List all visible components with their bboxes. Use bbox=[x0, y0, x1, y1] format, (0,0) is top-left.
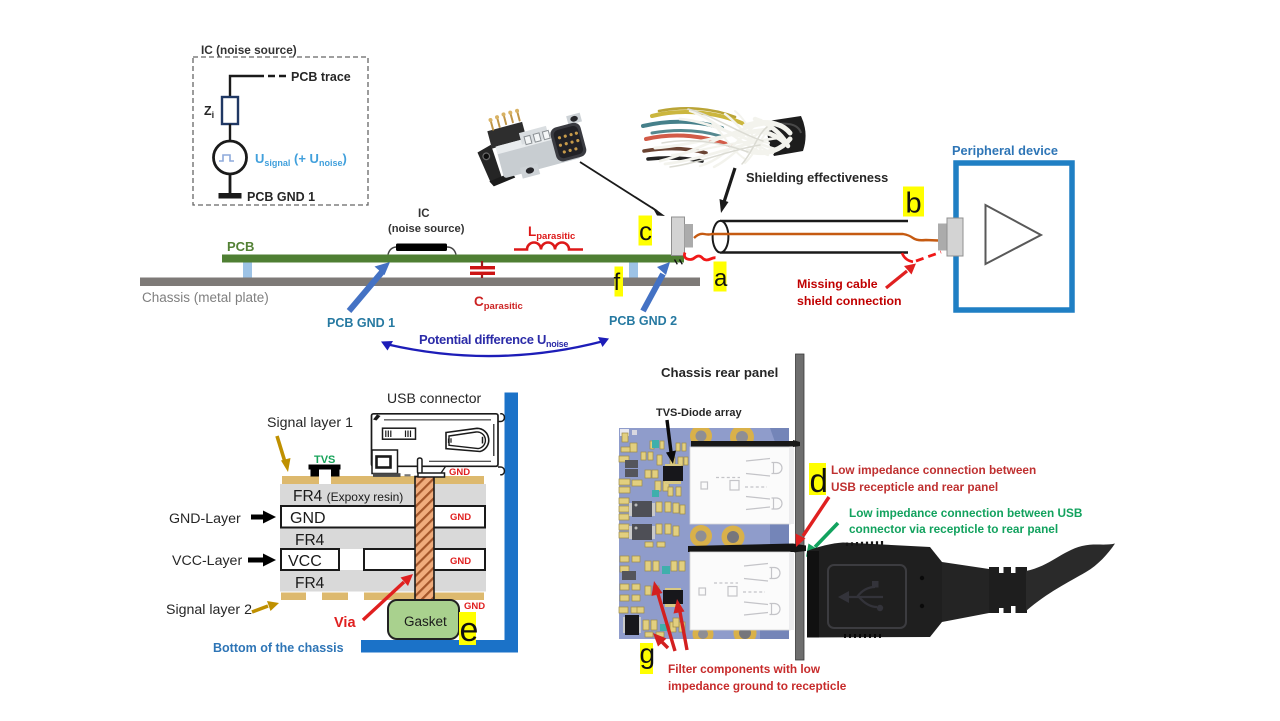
svg-text:Filter components with low: Filter components with low bbox=[668, 662, 821, 676]
svg-text:PCB trace: PCB trace bbox=[291, 70, 351, 84]
svg-text:IC (noise source): IC (noise source) bbox=[201, 43, 297, 57]
svg-text:FR4: FR4 bbox=[295, 575, 325, 592]
svg-text:GND: GND bbox=[450, 556, 471, 567]
svg-text:Potential difference Unoise: Potential difference Unoise bbox=[419, 332, 568, 349]
svg-text:a: a bbox=[714, 265, 728, 292]
svg-text:shield connection: shield connection bbox=[797, 294, 902, 308]
svg-text:Zi: Zi bbox=[204, 104, 214, 120]
svg-text:FR4 (Expoxy resin): FR4 (Expoxy resin) bbox=[293, 488, 403, 505]
svg-text:FR4: FR4 bbox=[295, 532, 325, 549]
svg-text:GND-Layer: GND-Layer bbox=[169, 511, 241, 527]
svg-text:GND: GND bbox=[450, 512, 471, 523]
svg-text:USB connector: USB connector bbox=[387, 390, 481, 406]
svg-text:GND: GND bbox=[449, 467, 470, 478]
svg-text:impedance ground to recepticle: impedance ground to recepticle bbox=[668, 679, 847, 693]
svg-text:GND: GND bbox=[464, 601, 485, 612]
svg-text:GND: GND bbox=[290, 510, 326, 527]
svg-text:Signal layer 2: Signal layer 2 bbox=[166, 602, 252, 618]
svg-text:USB recepticle and rear panel: USB recepticle and rear panel bbox=[831, 480, 998, 494]
svg-text:c: c bbox=[639, 216, 652, 246]
svg-text:Low impedance connection betwe: Low impedance connection between USB bbox=[849, 506, 1082, 520]
svg-text:Chassis (metal plate): Chassis (metal plate) bbox=[142, 290, 269, 305]
svg-text:g: g bbox=[640, 638, 656, 669]
svg-text:Shielding effectiveness: Shielding effectiveness bbox=[746, 170, 888, 185]
svg-text:(noise source): (noise source) bbox=[388, 223, 465, 235]
svg-text:TVS-Diode array: TVS-Diode array bbox=[656, 407, 742, 419]
svg-text:b: b bbox=[906, 188, 922, 220]
svg-text:Via: Via bbox=[334, 615, 356, 631]
svg-text:Bottom of the chassis: Bottom of the chassis bbox=[213, 641, 344, 655]
svg-text:d: d bbox=[810, 462, 828, 499]
svg-text:PCB GND 2: PCB GND 2 bbox=[609, 314, 677, 328]
svg-text:Low impedance connection betwe: Low impedance connection between bbox=[831, 463, 1036, 477]
svg-text:e: e bbox=[460, 611, 479, 649]
svg-text:connector via recepticle to re: connector via recepticle to rear panel bbox=[849, 522, 1058, 536]
svg-text:VCC: VCC bbox=[288, 553, 322, 570]
svg-text:PCB: PCB bbox=[227, 239, 254, 254]
svg-text:Missing cable: Missing cable bbox=[797, 277, 878, 291]
svg-text:PCB GND 1: PCB GND 1 bbox=[247, 190, 315, 204]
svg-text:f: f bbox=[614, 269, 621, 296]
svg-text:Chassis rear panel: Chassis rear panel bbox=[661, 365, 778, 380]
svg-text:PCB GND 1: PCB GND 1 bbox=[327, 316, 395, 330]
svg-text:IC: IC bbox=[418, 208, 430, 220]
svg-text:Gasket: Gasket bbox=[404, 614, 447, 629]
svg-text:TVS: TVS bbox=[314, 454, 335, 466]
svg-text:VCC-Layer: VCC-Layer bbox=[172, 553, 242, 569]
svg-text:Signal layer 1: Signal layer 1 bbox=[267, 415, 353, 431]
svg-text:Peripheral device: Peripheral device bbox=[952, 143, 1058, 158]
